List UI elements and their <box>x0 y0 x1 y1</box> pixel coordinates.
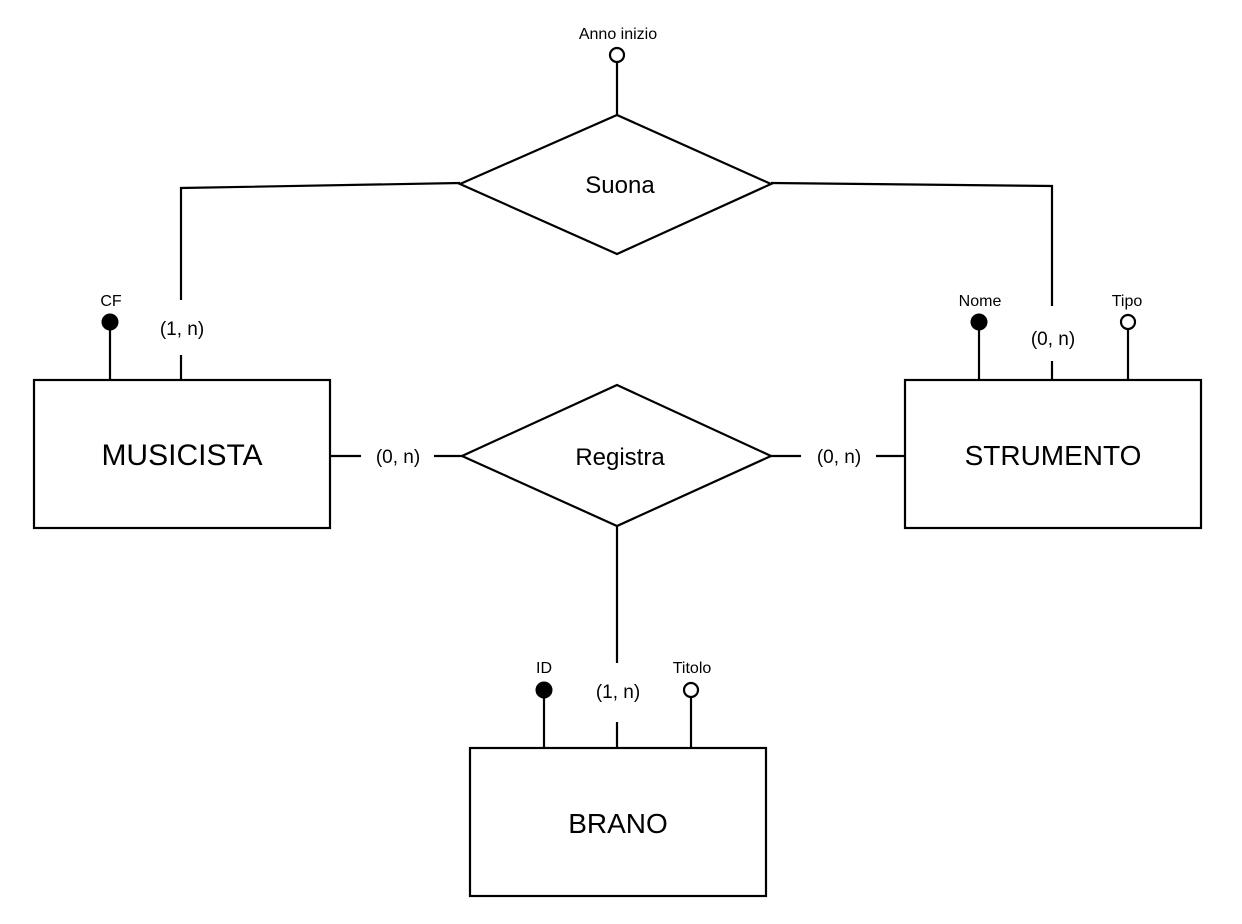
attribute-anno-inizio: Anno inizio <box>579 26 657 64</box>
id-label: ID <box>536 660 552 677</box>
cf-label: CF <box>100 293 122 310</box>
entity-musicista: MUSICISTA <box>32 378 332 530</box>
attribute-tipo: Tipo <box>1112 293 1143 380</box>
relationship-suona: Suona <box>457 113 774 256</box>
nome-label: Nome <box>959 293 1002 310</box>
cardinality-musicista-suona: (1, n) <box>160 319 204 340</box>
attribute-nome: Nome <box>959 293 1002 380</box>
attribute-id: ID <box>535 660 553 748</box>
musicista-label: MUSICISTA <box>101 439 262 472</box>
anno-inizio-label: Anno inizio <box>579 26 657 43</box>
suona-label: Suona <box>585 172 655 199</box>
relationship-registra: Registra <box>459 383 774 528</box>
nome-key-dot <box>970 313 988 331</box>
connection-lines <box>179 62 1054 748</box>
musicista-box <box>32 378 332 530</box>
cardinality-labels: (1, n) (0, n) (0, n) (0, n) (1, n) <box>160 319 1075 703</box>
registra-label: Registra <box>575 444 665 471</box>
entity-strumento: STRUMENTO <box>903 378 1203 530</box>
brano-box <box>468 746 768 898</box>
cf-key-dot <box>101 313 119 331</box>
entity-brano: BRANO <box>468 746 768 898</box>
titolo-open-circle <box>682 681 700 699</box>
tipo-open-circle <box>1119 313 1137 331</box>
cardinality-strumento-suona: (0, n) <box>1031 329 1075 350</box>
suona-diamond <box>457 113 774 256</box>
anno-inizio-open-circle <box>608 46 626 64</box>
brano-label: BRANO <box>568 808 668 839</box>
line-musicista-suona <box>179 181 461 300</box>
attribute-titolo: Titolo <box>673 660 712 748</box>
id-key-dot <box>535 681 553 699</box>
registra-diamond <box>459 383 774 528</box>
tipo-label: Tipo <box>1112 293 1143 310</box>
attribute-cf: CF <box>100 293 122 380</box>
line-suona-strumento <box>770 181 1054 306</box>
strumento-label: STRUMENTO <box>965 440 1142 471</box>
cardinality-brano-registra: (1, n) <box>596 682 640 703</box>
strumento-box <box>903 378 1203 530</box>
cardinality-strumento-registra: (0, n) <box>817 447 861 468</box>
cardinality-musicista-registra: (0, n) <box>376 447 420 468</box>
titolo-label: Titolo <box>673 660 712 677</box>
